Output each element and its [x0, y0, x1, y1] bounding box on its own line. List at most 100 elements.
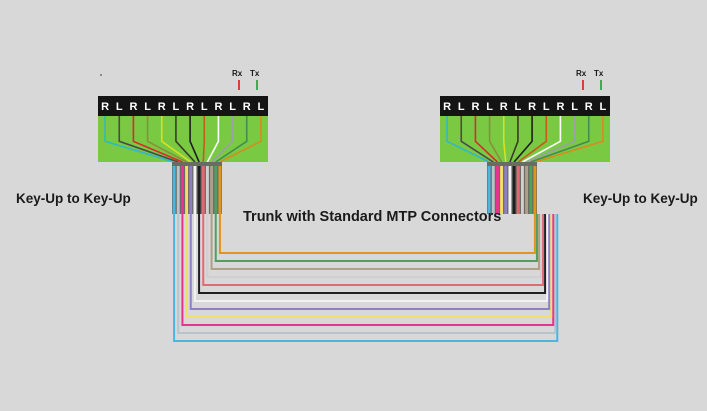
position-label-7: R	[186, 101, 194, 113]
right-boot-body	[487, 162, 537, 214]
left-boot-body	[172, 162, 222, 214]
position-label-12: L	[600, 101, 607, 113]
fiber-strand-5	[160, 116, 192, 163]
fiber-strand-11	[215, 116, 248, 163]
trunk-strand-6	[193, 166, 197, 214]
fiber-strand-7	[189, 116, 200, 163]
fiber-strand-5	[502, 116, 507, 163]
trunk-strand-10	[210, 166, 214, 214]
trunk-strand-12	[218, 166, 222, 214]
trunk-strand-3	[180, 166, 184, 214]
position-label-1: R	[443, 101, 451, 113]
fiber-strand-1	[446, 116, 490, 163]
right-fiber-fan	[446, 116, 604, 163]
trunk-strand-7	[197, 166, 201, 214]
fiber-strand-3	[132, 116, 183, 163]
right-trunk-strands	[487, 166, 537, 214]
right-trunk-boot	[487, 162, 537, 214]
position-label-9: R	[556, 101, 564, 113]
fiber-strand-8	[202, 116, 206, 163]
right-keyup-label: Key-Up to Key-Up	[583, 191, 698, 206]
routing-loop-8	[202, 214, 545, 286]
trunk-strand-6	[508, 166, 512, 214]
trunk-strand-8	[201, 166, 205, 214]
routing-loop-1	[173, 214, 559, 342]
fiber-strand-10	[211, 116, 234, 163]
trunk-strand-9	[520, 166, 524, 214]
trunk-strand-4	[500, 166, 504, 214]
position-label-6: L	[173, 101, 180, 113]
left-keyup-label: Key-Up to Key-Up	[16, 191, 131, 206]
position-label-1: R	[101, 101, 109, 113]
fiber-strand-11	[530, 116, 590, 163]
position-label-12: L	[258, 101, 265, 113]
fiber-strand-12	[219, 116, 262, 163]
trunk-strand-4	[185, 166, 189, 214]
trunk-strand-3	[495, 166, 499, 214]
trunk-caption: Trunk with Standard MTP Connectors	[243, 209, 501, 225]
left-rx-mark	[238, 80, 240, 90]
routing-loop-6	[193, 214, 549, 302]
routing-loop-5	[189, 214, 551, 310]
fiber-strand-2	[118, 116, 179, 163]
trunk-strand-7	[512, 166, 516, 214]
trunk-strand-9	[205, 166, 209, 214]
fiber-strand-3	[474, 116, 498, 163]
routing-loop-7	[198, 214, 547, 294]
fiber-strand-9	[522, 116, 562, 163]
right-rx-label: Rx	[576, 69, 587, 78]
trunk-strand-11	[214, 166, 218, 214]
left-trunk-boot	[172, 162, 222, 214]
position-label-11: R	[585, 101, 593, 113]
routing-loop-4	[185, 214, 553, 318]
trunk-strand-5	[189, 166, 193, 214]
routing-loop-2	[177, 214, 557, 334]
fiber-strand-9	[206, 116, 220, 163]
routing-loop-12	[218, 214, 536, 254]
trunk-strand-2	[176, 166, 180, 214]
position-label-8: L	[201, 101, 208, 113]
position-label-10: L	[229, 101, 236, 113]
fiber-routing-loops	[173, 214, 559, 342]
trunk-strand-5	[504, 166, 508, 214]
position-label-7: R	[528, 101, 536, 113]
fiber-strand-4	[146, 116, 187, 163]
right-rx-mark	[582, 80, 584, 90]
fiber-strand-10	[526, 116, 576, 163]
position-label-4: L	[486, 101, 493, 113]
position-label-2: L	[458, 101, 465, 113]
trunk-strand-1	[487, 166, 491, 214]
trunk-strand-11	[529, 166, 533, 214]
left-rx-label: Rx	[232, 69, 243, 78]
position-label-5: R	[158, 101, 166, 113]
left-rxtx-legend: Rx Tx	[232, 69, 260, 90]
position-label-3: R	[129, 101, 137, 113]
trunk-strand-2	[491, 166, 495, 214]
position-label-6: L	[515, 101, 522, 113]
position-label-11: R	[243, 101, 251, 113]
fiber-strand-2	[460, 116, 494, 163]
fiber-strand-4	[488, 116, 503, 163]
left-fiber-fan	[104, 116, 262, 163]
fiber-strand-6	[509, 116, 519, 163]
fiber-strand-12	[534, 116, 604, 163]
left-tx-mark	[256, 80, 258, 90]
position-label-3: R	[471, 101, 479, 113]
left-tx-label: Tx	[250, 69, 260, 78]
trunk-strand-10	[525, 166, 529, 214]
left-connector-body	[98, 116, 268, 162]
position-label-5: R	[500, 101, 508, 113]
right-rxtx-legend: Rx Tx	[576, 69, 604, 90]
position-label-9: R	[214, 101, 222, 113]
routing-loop-9	[206, 214, 543, 278]
fiber-strand-6	[175, 116, 196, 163]
left-connector-label-bar	[98, 96, 268, 116]
right-tx-mark	[600, 80, 602, 90]
